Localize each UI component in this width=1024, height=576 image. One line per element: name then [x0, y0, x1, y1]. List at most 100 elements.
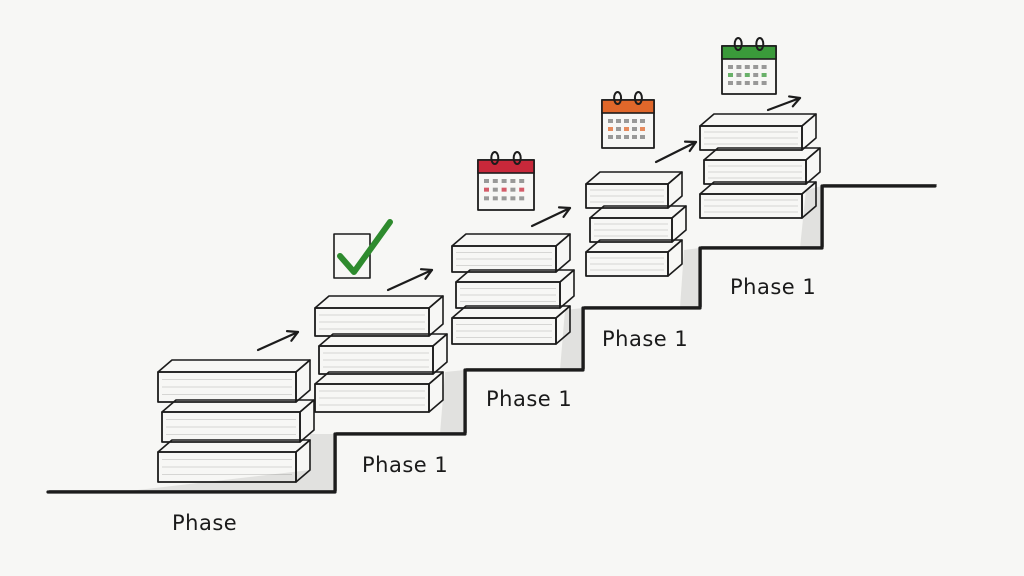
calendar-day	[753, 81, 759, 85]
arrow-head	[557, 206, 572, 218]
calendar-day	[510, 187, 516, 192]
calendar-day	[761, 81, 767, 85]
step-shadow	[560, 308, 583, 370]
calendar-day	[492, 187, 498, 192]
book-side	[295, 359, 311, 403]
calendar-day	[728, 73, 733, 77]
calendar-ring	[613, 91, 623, 105]
phase-label: Phase	[172, 511, 237, 535]
calendar-day	[484, 187, 489, 192]
calendar-day	[510, 196, 516, 201]
calendar-day	[624, 119, 629, 123]
arrow-head	[285, 330, 300, 342]
staircase-outline-sketch	[49, 184, 937, 491]
book-side	[667, 171, 683, 209]
calendar-day	[501, 179, 507, 183]
book-top	[157, 359, 311, 373]
calendar-day	[640, 135, 645, 139]
staircase-steps	[46, 184, 937, 494]
arrow-shaft	[386, 268, 434, 292]
calendar-ring	[633, 91, 643, 105]
calendar-day	[761, 65, 767, 69]
calendar-day	[616, 119, 621, 123]
calendar-ring	[490, 151, 500, 165]
calendar-day	[736, 65, 742, 69]
arrow-right-icon	[530, 206, 572, 228]
calendar-day	[728, 65, 733, 69]
book-stack	[585, 171, 687, 277]
arrow-right-icon	[766, 95, 802, 112]
calendar-day	[608, 135, 613, 139]
calendar-day	[510, 179, 516, 183]
calendar-day	[736, 81, 742, 85]
book-top	[451, 233, 571, 247]
book-stack	[157, 359, 315, 483]
book-side	[555, 233, 571, 273]
book-stacks	[157, 113, 821, 483]
calendar-ring	[755, 37, 765, 51]
book-side	[295, 439, 311, 483]
book-top	[314, 295, 444, 309]
calendar-day	[484, 196, 489, 201]
phase-label: Phase 1	[486, 387, 572, 411]
book-side	[671, 205, 687, 243]
calendar-icon	[601, 91, 655, 149]
phase-labels: Phase Phase 1 Phase 1 Phase 1 Phase 1	[172, 275, 816, 535]
staircase-outline	[46, 184, 937, 494]
calendar-ring	[512, 151, 522, 165]
arrow-shaft	[530, 206, 572, 228]
book-side	[555, 305, 571, 345]
book-side	[801, 181, 817, 219]
calendar-day	[501, 196, 507, 201]
calendar-icon	[477, 151, 535, 211]
step-shadow	[120, 434, 335, 492]
calendar-header	[721, 45, 777, 60]
arrow-head	[788, 95, 802, 108]
calendar-day	[632, 119, 637, 123]
calendar-day	[744, 65, 750, 69]
step-shadow	[440, 370, 465, 434]
step-shadow	[680, 248, 700, 308]
arrow-right-icon	[256, 330, 300, 352]
book-side	[428, 371, 444, 413]
status-icons	[333, 37, 777, 279]
calendar-day	[632, 135, 637, 139]
calendar-day	[616, 127, 621, 131]
checkbox-frame	[333, 233, 371, 279]
arrow-right-icon	[386, 268, 434, 292]
calendar-day	[624, 135, 629, 139]
calendar-day	[519, 196, 525, 201]
phase-label: Phase 1	[362, 453, 448, 477]
arrow-head	[419, 268, 434, 280]
book-stack	[314, 295, 448, 413]
calendar-day	[501, 187, 507, 192]
calendar-day	[753, 73, 759, 77]
checkmark-stroke	[337, 219, 393, 275]
calendar-day	[736, 73, 742, 77]
calendar-day	[728, 81, 733, 85]
calendar-day	[640, 119, 645, 123]
calendar-header	[477, 159, 535, 174]
calendar-ring	[733, 37, 743, 51]
book-stack	[451, 233, 575, 345]
calendar-day	[492, 179, 498, 183]
calendar-day	[616, 135, 621, 139]
calendar-day	[519, 187, 525, 192]
book-side	[667, 239, 683, 277]
phase-label: Phase 1	[730, 275, 816, 299]
arrow-head	[683, 140, 698, 153]
calendar-day	[519, 179, 525, 183]
phase-label: Phase 1	[602, 327, 688, 351]
calendar-day	[753, 65, 759, 69]
book-side	[432, 333, 448, 375]
arrow-shaft	[654, 140, 698, 164]
arrow-shaft	[766, 96, 802, 112]
checkmark-icon	[333, 219, 393, 279]
calendar-day	[761, 73, 767, 77]
book-top	[585, 171, 683, 185]
book-side	[805, 147, 821, 185]
arrow-shaft	[256, 330, 300, 352]
calendar-day	[492, 196, 498, 201]
